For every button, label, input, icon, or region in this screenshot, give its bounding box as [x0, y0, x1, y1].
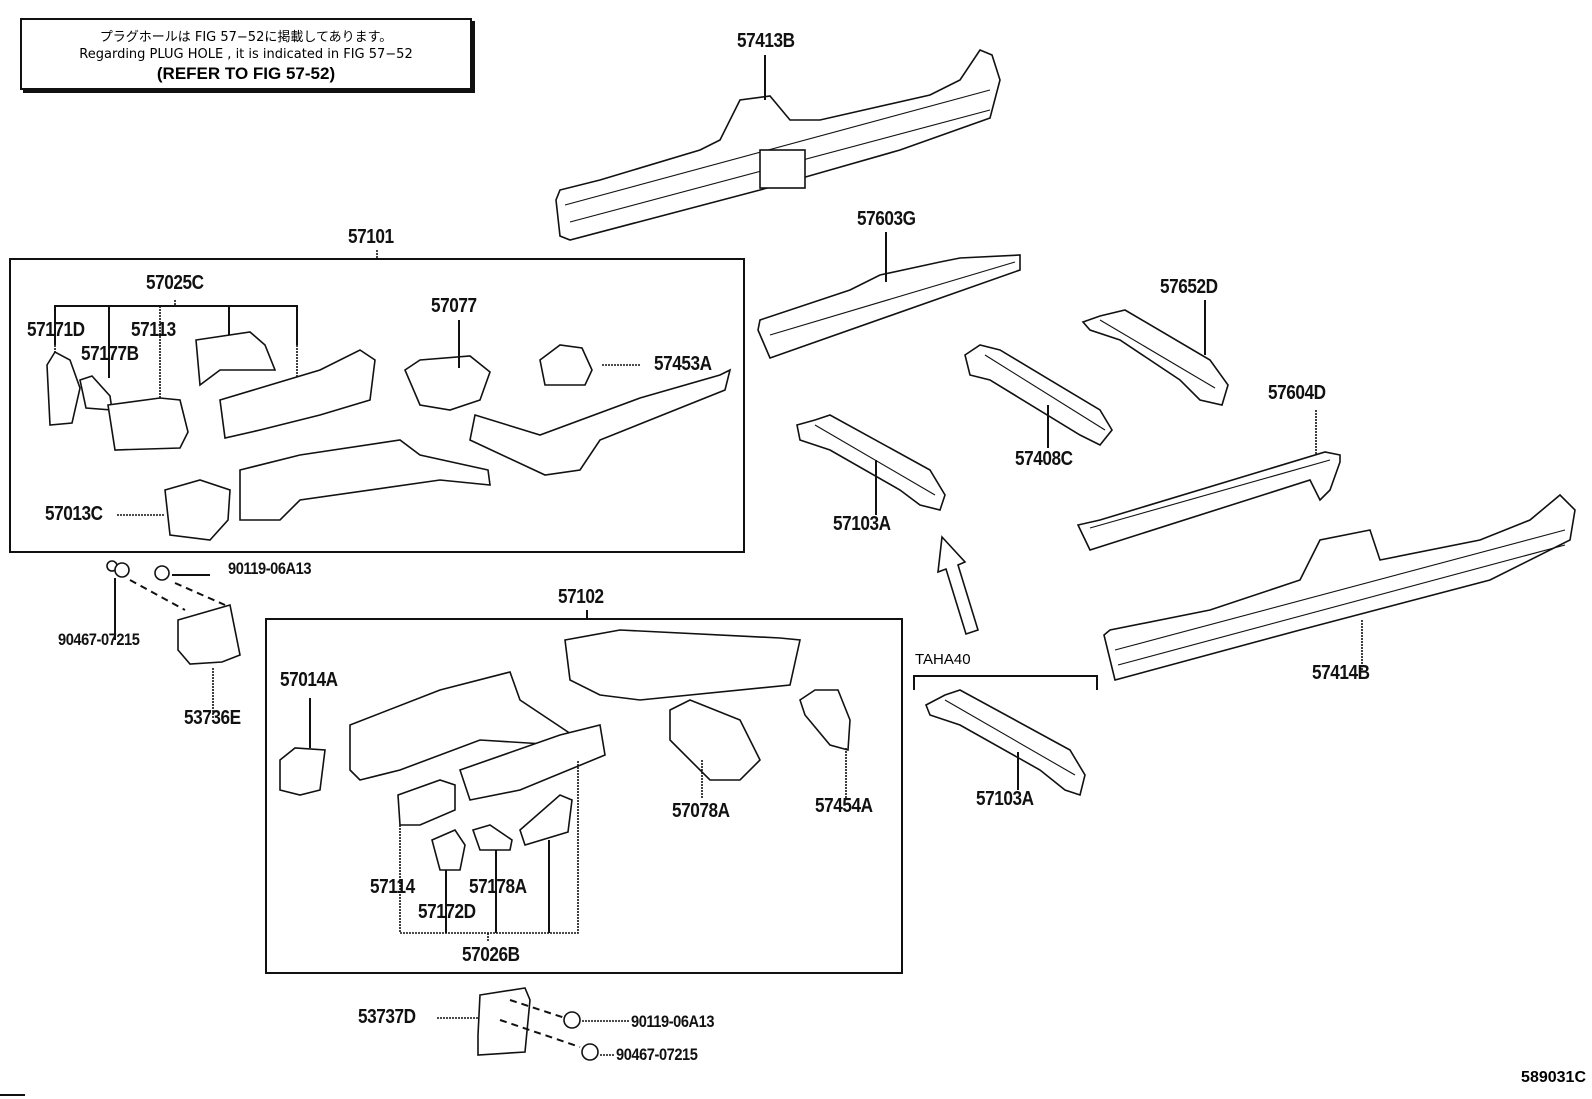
part-label-53736E[interactable]: 53736E — [184, 707, 241, 729]
part-label-57414B[interactable]: 57414B — [1312, 662, 1370, 684]
part-label-90467-07215-upper[interactable]: 90467-07215 — [58, 630, 140, 649]
part-label-90119-06A13-upper[interactable]: 90119-06A13 — [228, 559, 312, 578]
group-box-57102 — [265, 618, 903, 974]
part-label-57408C[interactable]: 57408C — [1015, 448, 1073, 470]
part-label-57652D[interactable]: 57652D — [1160, 276, 1218, 298]
part-label-57453A[interactable]: 57453A — [654, 353, 712, 375]
group-label-57025C[interactable]: 57025C — [146, 272, 204, 294]
note-line-japanese: プラグホールは FIG 57−52に掲載してあります。 — [99, 30, 393, 45]
group-label-57102[interactable]: 57102 — [558, 586, 604, 608]
part-label-57177B[interactable]: 57177B — [81, 343, 139, 365]
part-label-57078A[interactable]: 57078A — [672, 800, 730, 822]
part-label-57454A[interactable]: 57454A — [815, 795, 873, 817]
part-label-53737D[interactable]: 53737D — [358, 1006, 416, 1028]
view-direction-arrow — [937, 535, 979, 636]
part-label-57113[interactable]: 57113 — [131, 319, 176, 341]
part-label-90119-06A13-lower[interactable]: 90119-06A13 — [631, 1012, 715, 1031]
part-label-57604D[interactable]: 57604D — [1268, 382, 1326, 404]
part-57652D-drawing — [1081, 300, 1229, 406]
part-label-57413B[interactable]: 57413B — [737, 30, 795, 52]
part-label-57014A[interactable]: 57014A — [280, 669, 338, 691]
part-label-57077[interactable]: 57077 — [431, 295, 477, 317]
part-label-57114[interactable]: 57114 — [370, 876, 415, 898]
part-53737D-drawing — [437, 987, 630, 1061]
part-label-57171D[interactable]: 57171D — [27, 319, 85, 341]
part-57604D-drawing — [1076, 410, 1341, 551]
part-57413B-drawing — [555, 49, 1001, 241]
group-bracket-taha40 — [913, 675, 1098, 690]
part-label-57178A[interactable]: 57178A — [469, 876, 527, 898]
part-label-57603G[interactable]: 57603G — [857, 208, 916, 230]
part-label-90467-07215-lower[interactable]: 90467-07215 — [616, 1045, 698, 1064]
part-label-57172D[interactable]: 57172D — [418, 901, 476, 923]
group-box-57101 — [9, 258, 745, 553]
figure-id: 589031C — [1521, 1069, 1586, 1086]
group-label-57026B[interactable]: 57026B — [462, 944, 520, 966]
part-57408C-drawing — [964, 344, 1113, 448]
part-57603G-drawing — [757, 232, 1021, 360]
note-line-reference[interactable]: (REFER TO FIG 57-52) — [156, 64, 336, 83]
note-line-english: Regarding PLUG HOLE , it is indicated in… — [79, 47, 413, 62]
part-57103A-bottom-drawing — [924, 689, 1086, 797]
part-57103A-top-drawing — [796, 414, 946, 515]
plug-hole-reference-note: プラグホールは FIG 57−52に掲載してあります。 Regarding PL… — [20, 18, 472, 90]
part-57102-group-drawings — [279, 629, 851, 942]
part-57025C-group-drawings — [46, 300, 732, 541]
part-57414B-drawing — [1103, 493, 1576, 681]
part-53736E-drawing — [106, 560, 241, 718]
variant-label-taha40: TAHA40 — [915, 651, 971, 668]
part-label-57103A-upper[interactable]: 57103A — [833, 513, 891, 535]
part-label-57013C[interactable]: 57013C — [45, 503, 103, 525]
part-label-57103A-lower[interactable]: 57103A — [976, 788, 1034, 810]
group-label-57101[interactable]: 57101 — [348, 226, 394, 248]
